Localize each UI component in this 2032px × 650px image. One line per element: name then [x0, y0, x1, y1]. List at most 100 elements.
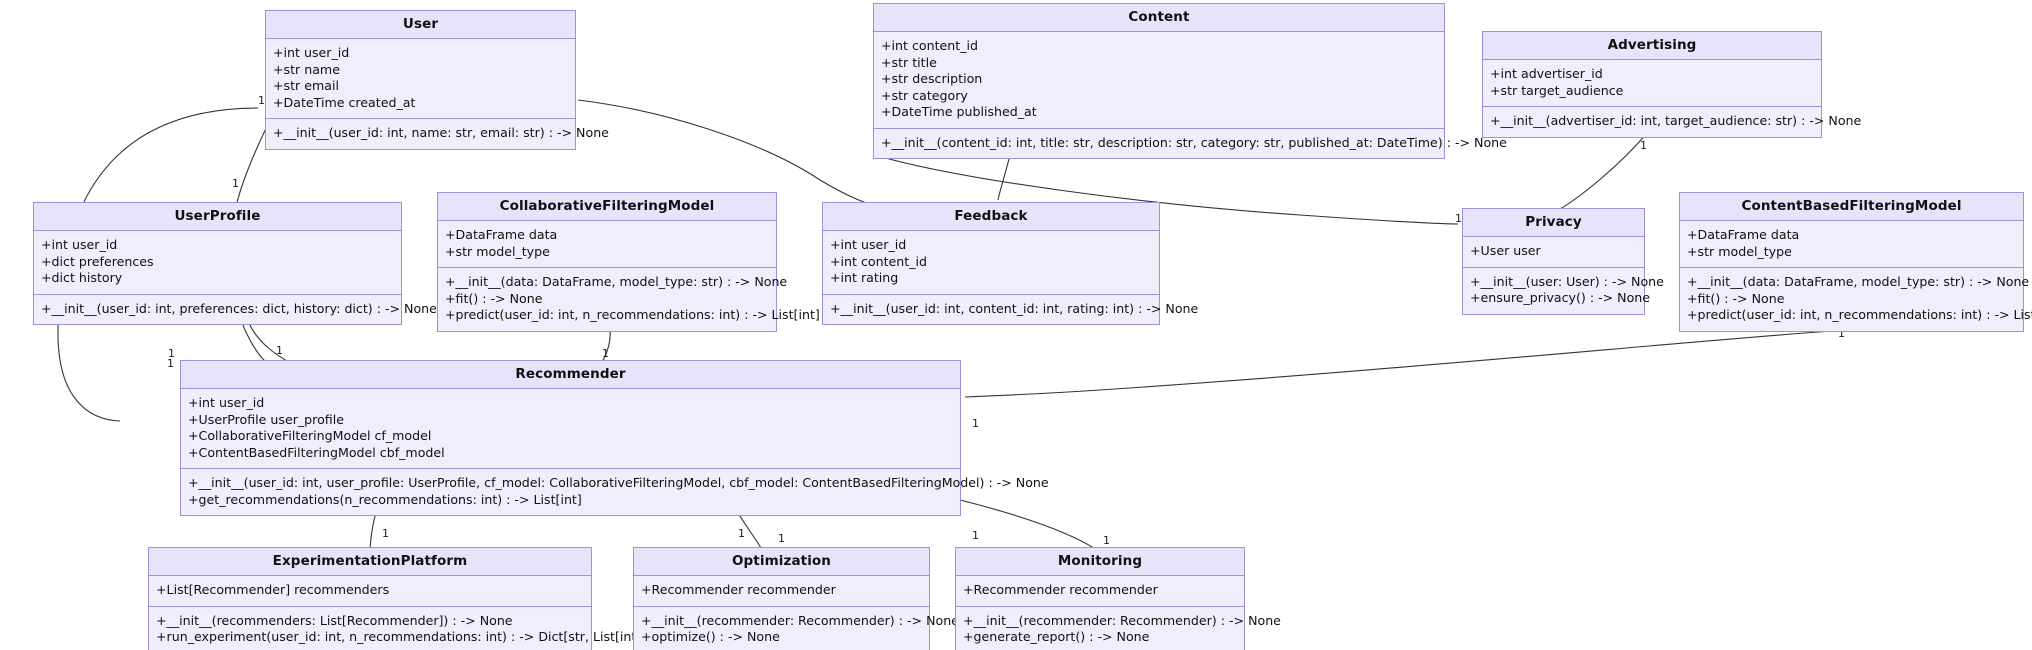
class-attributes-experimentationplatform: +List[Recommender] recommenders: [149, 576, 591, 607]
class-box-experimentationplatform[interactable]: ExperimentationPlatform +List[Recommende…: [148, 547, 647, 650]
class-methods-privacy: +__init__(user: User) : -> None +ensure_…: [1463, 268, 1664, 314]
class-box-collaborativefilteringmodel[interactable]: CollaborativeFilteringModel +DataFrame d…: [437, 192, 820, 332]
method-row: +fit() : -> None: [1687, 290, 1785, 306]
class-attributes-recommender: +int user_id +UserProfile user_profile +…: [181, 389, 960, 469]
method-row: +__init__(recommenders: List[Recommender…: [156, 612, 513, 628]
attribute-row: +str model_type: [445, 243, 550, 259]
class-title-collaborativefilteringmodel: CollaborativeFilteringModel: [438, 193, 776, 221]
class-attributes-monitoring: +Recommender recommender: [956, 576, 1244, 607]
multiplicity-label: 1: [972, 529, 979, 542]
class-box-advertising[interactable]: Advertising +int advertiser_id +str targ…: [1482, 31, 1862, 138]
class-box-optimization[interactable]: Optimization +Recommender recommender +_…: [633, 547, 959, 650]
attribute-row: +int user_id: [188, 395, 265, 410]
class-attributes-userprofile: +int user_id +dict preferences +dict his…: [34, 231, 401, 295]
class-box-feedback[interactable]: Feedback +int user_id +int content_id +i…: [822, 202, 1199, 325]
attribute-row: +int rating: [830, 270, 899, 285]
class-methods-userprofile: +__init__(user_id: int, preferences: dic…: [34, 295, 437, 325]
edge-cbfmodel-recommender: [964, 329, 1846, 398]
class-box-userprofile[interactable]: UserProfile +int user_id +dict preferenc…: [33, 202, 437, 325]
multiplicity-label: 1: [1640, 139, 1647, 152]
attribute-row: +Recommender recommender: [641, 582, 836, 597]
multiplicity-label: 1: [972, 417, 979, 430]
attribute-row: +str target_audience: [1490, 82, 1624, 98]
multiplicity-label: 1: [276, 344, 283, 357]
class-attributes-advertising: +int advertiser_id +str target_audience: [1483, 60, 1821, 107]
class-methods-feedback: +__init__(user_id: int, content_id: int,…: [823, 295, 1199, 325]
attribute-row: +User user: [1470, 243, 1541, 258]
method-row: +predict(user_id: int, n_recommendations…: [1687, 307, 2032, 322]
class-box-privacy[interactable]: Privacy +User user +__init__(user: User)…: [1462, 208, 1664, 315]
class-box-monitoring[interactable]: Monitoring +Recommender recommender +__i…: [955, 547, 1281, 650]
class-attributes-collaborativefilteringmodel: +DataFrame data +str model_type: [438, 221, 776, 268]
attribute-row: +int content_id: [830, 253, 927, 269]
attribute-row: +int user_id: [41, 237, 118, 252]
method-row: +__init__(advertiser_id: int, target_aud…: [1490, 113, 1862, 128]
class-methods-contentbasedfilteringmodel: +__init__(data: DataFrame, model_type: s…: [1680, 268, 2032, 331]
class-attributes-feedback: +int user_id +int content_id +int rating: [823, 231, 1159, 295]
class-methods-monitoring: +__init__(recommender: Recommender) : ->…: [956, 607, 1281, 650]
edge-advertising-privacy: [1554, 131, 1649, 213]
class-title-privacy: Privacy: [1463, 209, 1644, 237]
class-box-content[interactable]: Content +int content_id +str title +str …: [873, 3, 1507, 159]
method-row: +predict(user_id: int, n_recommendations…: [445, 307, 820, 322]
attribute-row: +dict history: [41, 270, 123, 285]
class-attributes-user: +int user_id +str name +str email +DateT…: [266, 39, 575, 119]
method-row: +__init__(data: DataFrame, model_type: s…: [445, 274, 788, 289]
multiplicity-label: 1: [778, 532, 785, 545]
multiplicity-label: 1: [1455, 212, 1462, 225]
method-row: +run_experiment(user_id: int, n_recommen…: [156, 629, 647, 644]
method-row: +__init__(recommender: Recommender) : ->…: [963, 612, 1281, 628]
class-methods-advertising: +__init__(advertiser_id: int, target_aud…: [1483, 107, 1862, 137]
class-methods-recommender: +__init__(user_id: int, user_profile: Us…: [181, 469, 1049, 515]
attribute-row: +List[Recommender] recommenders: [156, 582, 390, 597]
attribute-row: +CollaborativeFilteringModel cf_model: [188, 428, 432, 443]
multiplicity-label: 1: [167, 357, 174, 370]
attribute-row: +str name: [273, 61, 340, 77]
method-row: +__init__(user: User) : -> None: [1470, 273, 1664, 289]
class-methods-content: +__init__(content_id: int, title: str, d…: [874, 129, 1507, 159]
attribute-row: +str description: [881, 71, 983, 86]
class-title-userprofile: UserProfile: [34, 203, 401, 231]
class-methods-user: +__init__(user_id: int, name: str, email…: [266, 119, 609, 149]
multiplicity-label: 1: [232, 177, 239, 190]
class-title-experimentationplatform: ExperimentationPlatform: [149, 548, 591, 576]
attribute-row: +DateTime published_at: [881, 104, 1037, 119]
class-attributes-content: +int content_id +str title +str descript…: [874, 32, 1444, 129]
edge-user-feedback: [577, 99, 881, 208]
class-methods-collaborativefilteringmodel: +__init__(data: DataFrame, model_type: s…: [438, 268, 820, 331]
attribute-row: +DataFrame data: [445, 227, 558, 242]
method-row: +__init__(data: DataFrame, model_type: s…: [1687, 274, 2030, 289]
multiplicity-label: 1: [738, 527, 745, 540]
attribute-row: +int user_id: [273, 45, 350, 60]
multiplicity-label: 1: [258, 94, 265, 107]
class-title-user: User: [266, 11, 575, 39]
class-title-advertising: Advertising: [1483, 32, 1821, 60]
method-row: +__init__(user_id: int, preferences: dic…: [41, 300, 437, 316]
attribute-row: +ContentBasedFilteringModel cbf_model: [188, 444, 445, 460]
class-title-monitoring: Monitoring: [956, 548, 1244, 576]
class-attributes-contentbasedfilteringmodel: +DataFrame data +str model_type: [1680, 221, 2023, 268]
method-row: +fit() : -> None: [445, 290, 543, 306]
attribute-row: +int user_id: [830, 237, 907, 252]
attribute-row: +DataFrame data: [1687, 227, 1800, 242]
attribute-row: +str category: [881, 87, 968, 103]
class-title-content: Content: [874, 4, 1444, 32]
class-methods-experimentationplatform: +__init__(recommenders: List[Recommender…: [149, 607, 647, 650]
class-title-recommender: Recommender: [181, 361, 960, 389]
method-row: +__init__(user_id: int, name: str, email…: [273, 125, 609, 140]
attribute-row: +UserProfile user_profile: [188, 411, 344, 427]
method-row: +__init__(recommender: Recommender) : ->…: [641, 612, 959, 628]
class-box-recommender[interactable]: Recommender +int user_id +UserProfile us…: [180, 360, 1049, 516]
multiplicity-label: 1: [1103, 534, 1110, 547]
class-box-contentbasedfilteringmodel[interactable]: ContentBasedFilteringModel +DataFrame da…: [1679, 192, 2032, 332]
attribute-row: +int advertiser_id: [1490, 66, 1603, 81]
method-row: +generate_report() : -> None: [963, 629, 1150, 644]
class-methods-optimization: +__init__(recommender: Recommender) : ->…: [634, 607, 959, 650]
method-row: +__init__(user_id: int, user_profile: Us…: [188, 475, 1049, 490]
method-row: +__init__(content_id: int, title: str, d…: [881, 134, 1507, 150]
class-box-user[interactable]: User +int user_id +str name +str email +…: [265, 10, 609, 150]
class-attributes-optimization: +Recommender recommender: [634, 576, 929, 607]
method-row: +get_recommendations(n_recommendations: …: [188, 491, 582, 507]
method-row: +__init__(user_id: int, content_id: int,…: [830, 300, 1199, 316]
